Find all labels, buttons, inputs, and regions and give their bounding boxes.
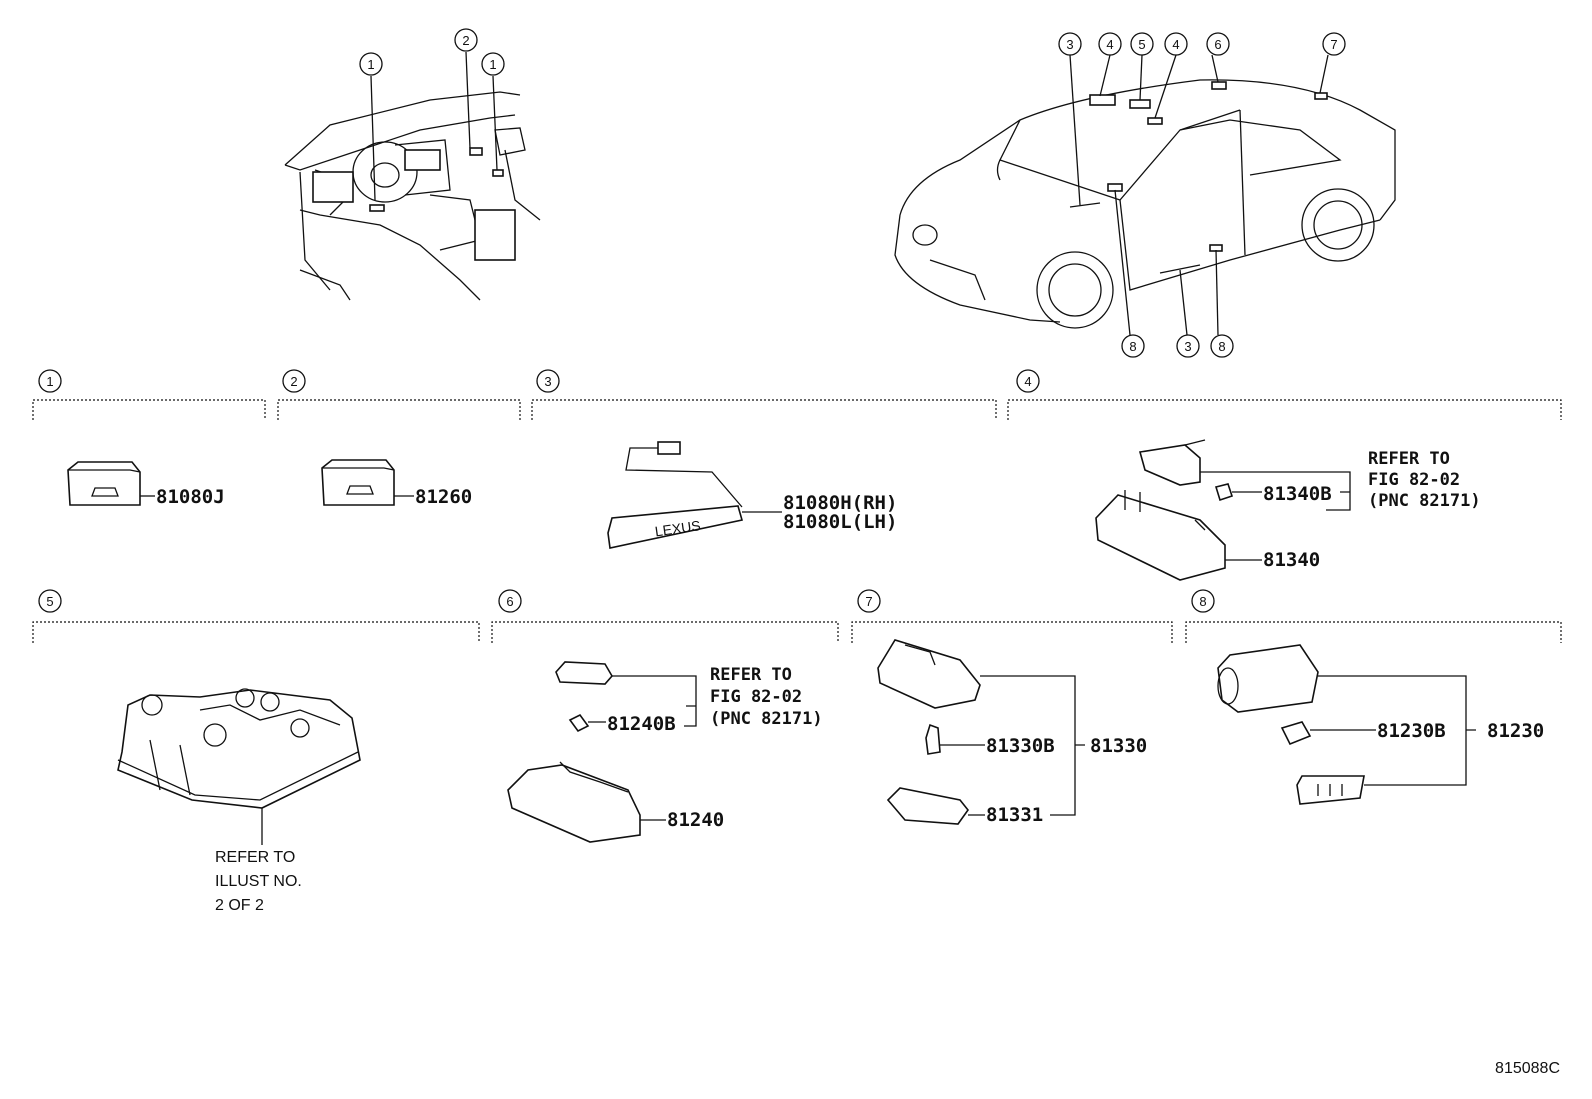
part-81331-lens	[886, 787, 970, 825]
section-6: 6 81240B 81240 REFER TO FIG 82-02 (PNC 8…	[491, 589, 839, 843]
car-callout-3: 3	[1058, 32, 1082, 56]
car-callout-4b: 4	[1164, 32, 1188, 56]
part-81340-lamp	[1095, 490, 1226, 581]
part-81260	[321, 459, 395, 506]
part-81230B-bulb	[1280, 721, 1312, 746]
part-81230-housing	[1217, 644, 1319, 713]
part-81330B-bulb	[925, 723, 941, 755]
car-callout-6: 6	[1206, 32, 1230, 56]
section-8: 8 81230B 81230	[1185, 589, 1562, 805]
svg-text:4: 4	[1172, 37, 1179, 52]
svg-text:8: 8	[1218, 339, 1225, 354]
part-number-81080J: 81080J	[156, 486, 225, 508]
svg-text:5: 5	[1138, 37, 1145, 52]
part-81080H-scuff-plate: LEXUS	[607, 441, 744, 549]
part-81340-socket	[1138, 439, 1206, 486]
svg-text:7: 7	[865, 594, 872, 609]
section-2: 2 81260	[277, 369, 521, 508]
svg-text:4: 4	[1024, 374, 1031, 389]
refer-note-6-line3: (PNC 82171)	[710, 709, 823, 729]
svg-text:2: 2	[462, 33, 469, 48]
svg-text:1: 1	[46, 374, 53, 389]
svg-text:8: 8	[1199, 594, 1206, 609]
svg-text:3: 3	[1066, 37, 1073, 52]
part-81240-socket	[555, 661, 613, 685]
dashboard-illustration: 1 2 1	[284, 28, 541, 301]
car-callout-5: 5	[1130, 32, 1154, 56]
section-4: 4 81340B 81340 REFER TO FIG 82-02 (PNC 8…	[1007, 369, 1562, 581]
part-number-81340B: 81340B	[1263, 483, 1332, 505]
callout-1a: 1	[359, 52, 383, 76]
part-number-81331: 81331	[986, 804, 1043, 826]
refer-illust-line2: ILLUST NO.	[215, 873, 302, 890]
part-number-81240B: 81240B	[607, 713, 676, 735]
section-7: 7 81330B 81330 81331	[851, 589, 1173, 826]
part-number-81340: 81340	[1263, 549, 1320, 571]
svg-text:3: 3	[1184, 339, 1191, 354]
section-1: 1 81080J	[32, 369, 266, 508]
part-number-81260: 81260	[415, 486, 472, 508]
part-number-81080H: 81080H(RH)	[783, 492, 897, 514]
svg-text:8: 8	[1129, 339, 1136, 354]
car-callout-8b: 8	[1210, 334, 1234, 358]
car-callout-4a: 4	[1098, 32, 1122, 56]
svg-text:3: 3	[544, 374, 551, 389]
svg-text:7: 7	[1330, 37, 1337, 52]
refer-note-line2: FIG 82-02	[1368, 470, 1460, 490]
refer-note-line1: REFER TO	[1368, 449, 1450, 469]
part-81230-lens	[1296, 775, 1365, 805]
part-81240B-bulb	[568, 713, 590, 733]
car-callout-8a: 8	[1121, 334, 1145, 358]
part-number-81080L: 81080L(LH)	[783, 511, 897, 533]
svg-text:4: 4	[1106, 37, 1113, 52]
svg-text:6: 6	[506, 594, 513, 609]
part-overhead-console	[117, 688, 361, 809]
refer-illust-line3: 2 OF 2	[215, 897, 264, 914]
part-number-81330B: 81330B	[986, 735, 1055, 757]
part-number-81230: 81230	[1487, 720, 1544, 742]
section-5: 5 REFER TO ILLUST NO. 2 OF 2	[32, 589, 480, 914]
part-number-81240: 81240	[667, 809, 724, 831]
svg-text:1: 1	[367, 57, 374, 72]
svg-text:5: 5	[46, 594, 53, 609]
refer-illust-line1: REFER TO	[215, 849, 295, 866]
part-number-81230B: 81230B	[1377, 720, 1446, 742]
car-callout-7: 7	[1322, 32, 1346, 56]
svg-text:1: 1	[489, 57, 496, 72]
refer-note-line3: (PNC 82171)	[1368, 491, 1481, 511]
callout-2: 2	[454, 28, 478, 52]
part-81340B-bulb	[1214, 483, 1234, 502]
part-81080J	[67, 461, 141, 506]
svg-text:6: 6	[1214, 37, 1221, 52]
refer-note-6-line1: REFER TO	[710, 665, 792, 685]
refer-note-6-line2: FIG 82-02	[710, 687, 802, 707]
car-illustration: 3 4 5 4 6 7 8 3	[894, 32, 1396, 358]
part-81240-lamp	[507, 761, 641, 843]
svg-text:2: 2	[290, 374, 297, 389]
part-number-81330: 81330	[1090, 735, 1147, 757]
part-81330-lamp	[877, 639, 981, 709]
callout-1b: 1	[481, 52, 505, 76]
car-callout-3b: 3	[1176, 334, 1200, 358]
figure-number: 815088C	[1495, 1060, 1560, 1077]
svg-text:LEXUS: LEXUS	[654, 517, 702, 539]
section-3: 3 LEXUS 81080H(RH) 81080L(LH)	[531, 369, 997, 549]
